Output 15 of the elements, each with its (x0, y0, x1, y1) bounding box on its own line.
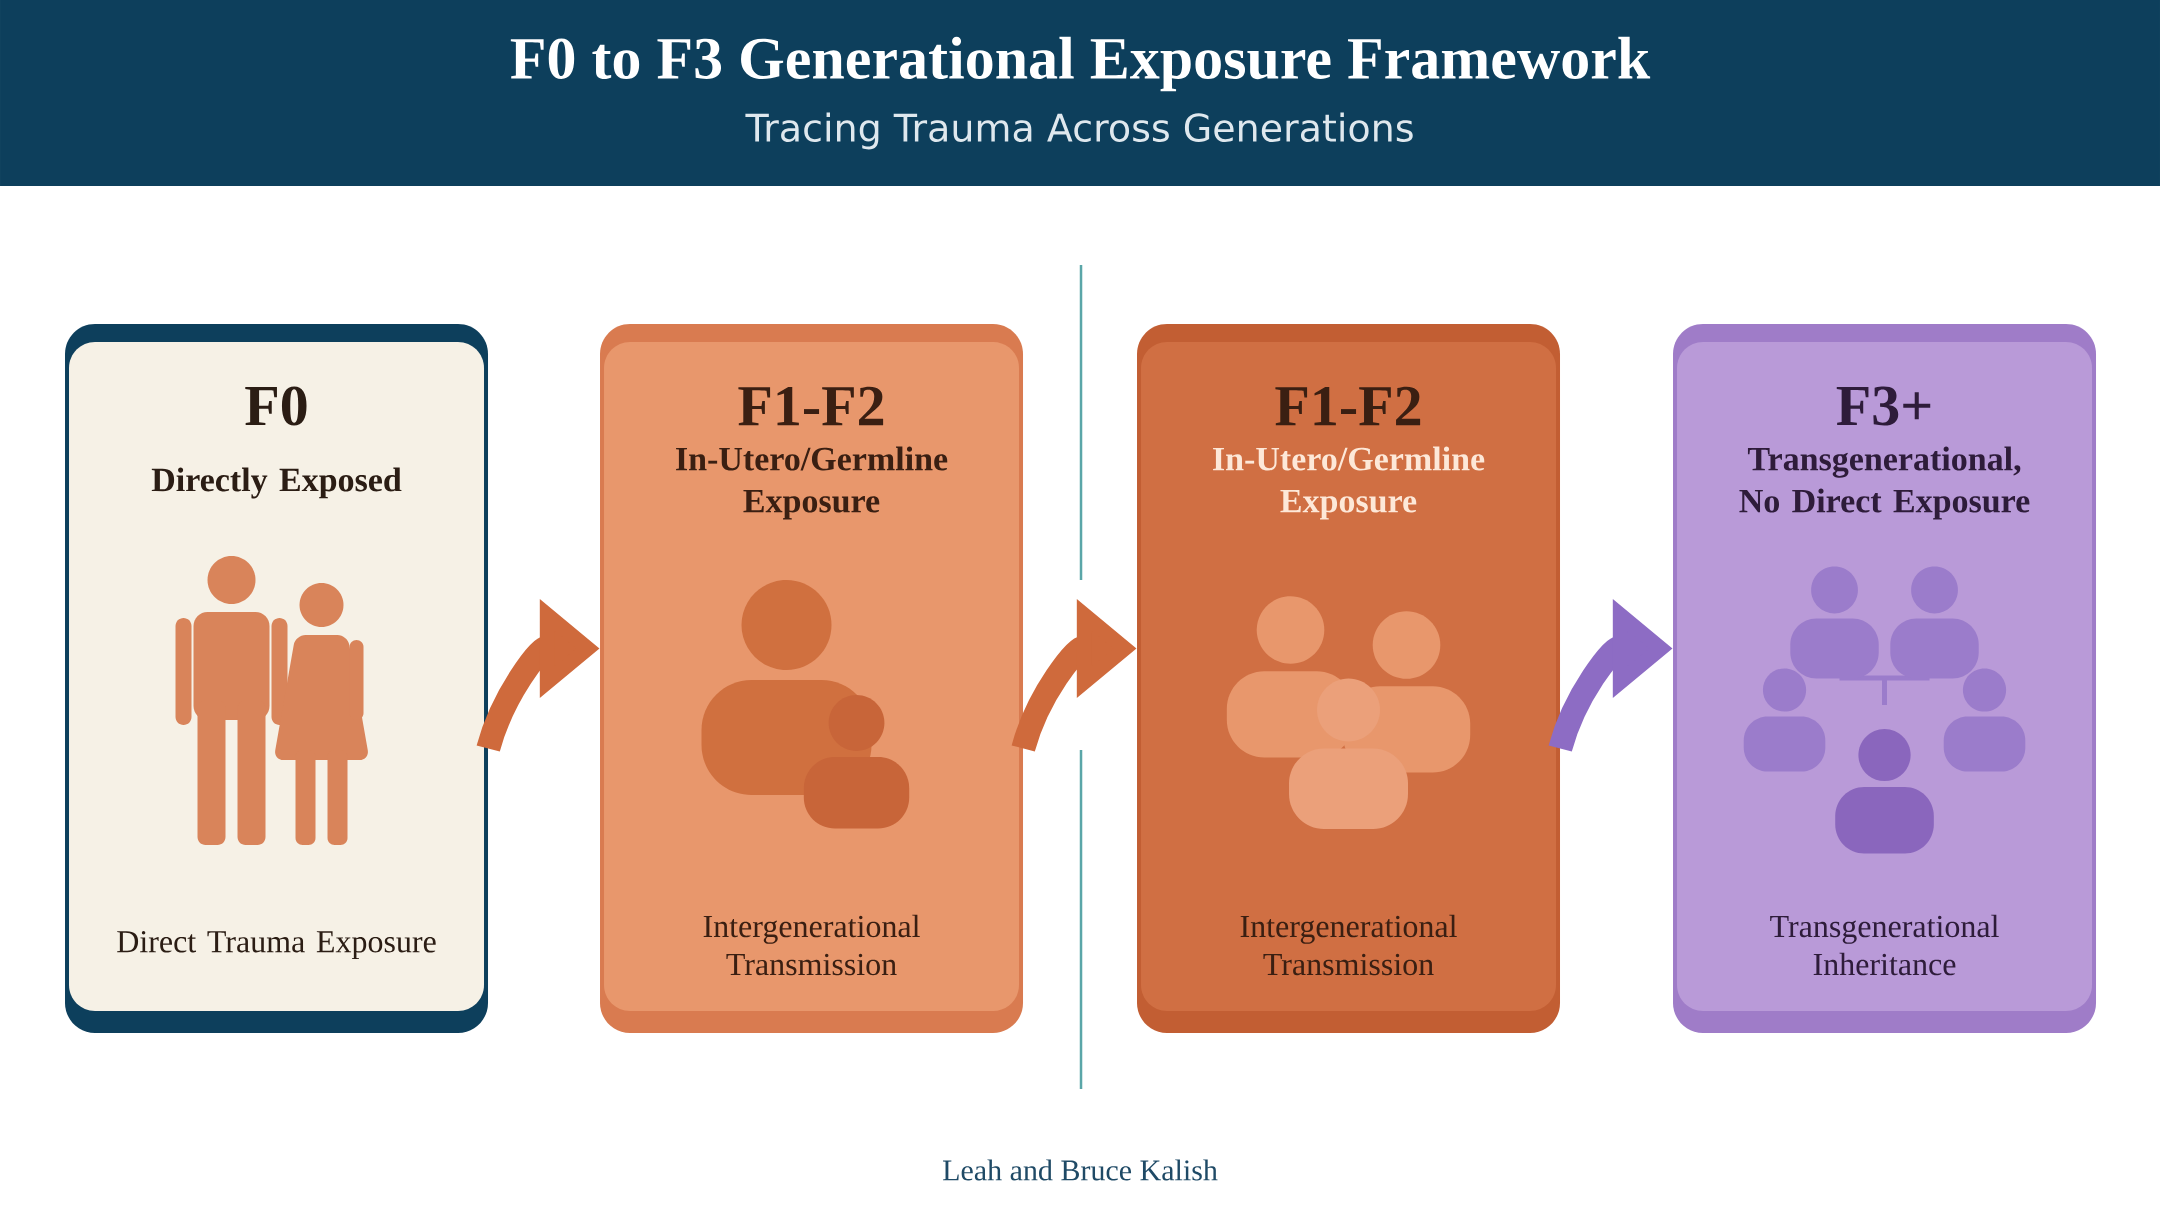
card-caption: Direct Trauma Exposure (117, 931, 436, 959)
card-caption: Intergenerational Transmission (1240, 914, 1457, 976)
card-heading: Directly Exposed (151, 467, 402, 499)
generation-label: F0 (245, 386, 307, 426)
generation-label: F1-F2 (1275, 386, 1421, 426)
card-caption: Transgenerational Inheritance (1770, 914, 1999, 976)
generation-label: F3+ (1836, 386, 1931, 426)
card-heading: In-Utero/Germline Exposure (676, 446, 948, 520)
generation-label: F1-F2 (738, 386, 884, 426)
card-heading: Transgenerational, No Direct Exposure (1739, 446, 2030, 520)
subtitle: Tracing Trauma Across Generations (745, 112, 1413, 150)
title: F0 to F3 Generational Exposure Framework (510, 36, 1651, 92)
card-caption: Intergenerational Transmission (703, 914, 920, 976)
card-heading: In-Utero/Germline Exposure (1213, 446, 1485, 520)
footer-credit: Leah and Bruce Kalish (943, 1159, 1218, 1181)
